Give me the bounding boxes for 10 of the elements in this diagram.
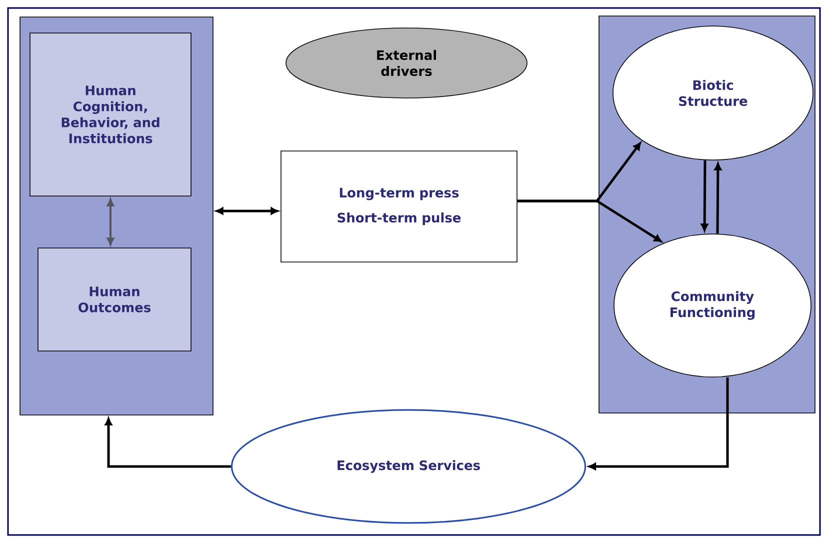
- arrow: [714, 162, 722, 234]
- arrow: [517, 200, 662, 242]
- arrow: [104, 418, 231, 468]
- arrow: [700, 160, 708, 232]
- arrow: [216, 207, 278, 215]
- process-box: Human Cognition, Behavior, and Institutions: [30, 32, 192, 196]
- process-box: Human Outcomes: [38, 248, 192, 352]
- process-box: Long-term press Short-term pulse: [280, 150, 518, 262]
- arrow: [106, 198, 114, 246]
- arrow: [588, 377, 729, 470]
